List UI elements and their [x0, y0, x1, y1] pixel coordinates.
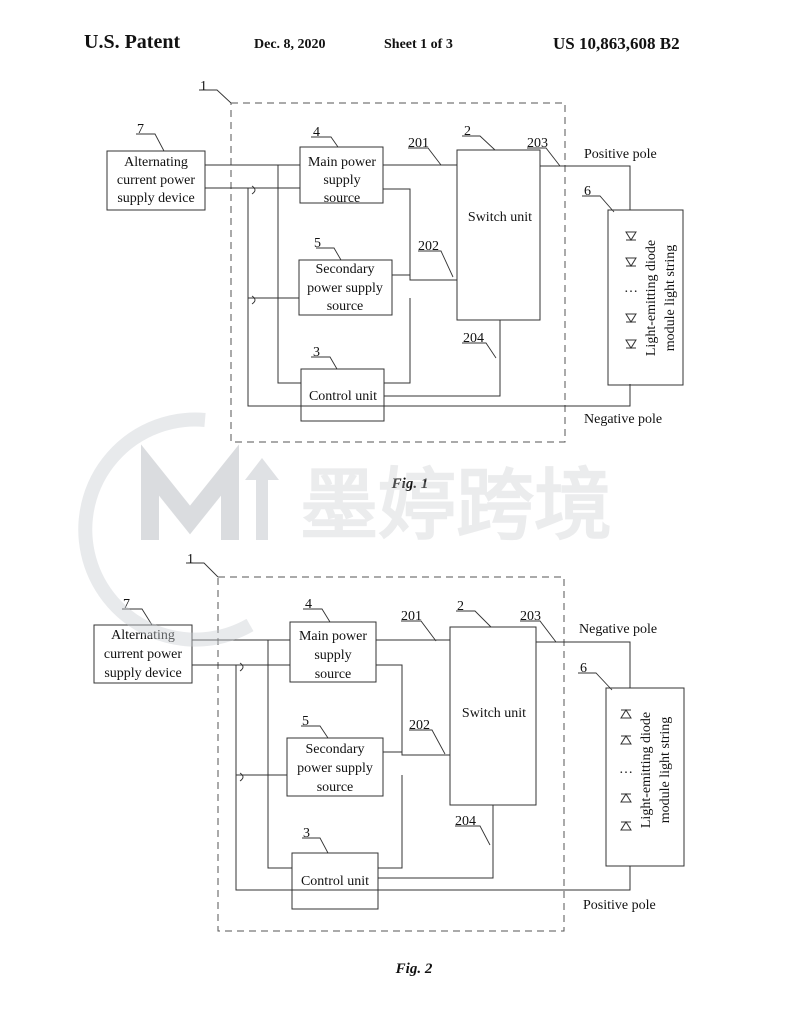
fig2-ref-1: 1: [187, 552, 194, 567]
watermark-logo: [78, 412, 279, 647]
fig2-sec-label-3: source: [317, 780, 354, 795]
fig1-sec-label-1: Secondary: [315, 262, 374, 277]
fig1-secondary-power-box: [298, 259, 393, 316]
fig1-ref-204: 204: [463, 331, 484, 346]
watermark-text: 墨婷跨境: [300, 461, 612, 551]
fig2-main-power-box: [289, 621, 377, 683]
fig1-main-label-2: supply: [323, 173, 360, 188]
header-title: U.S. Patent: [84, 31, 181, 53]
fig1-ref-7: 7: [137, 122, 144, 137]
fig2-switch-label: Switch unit: [462, 706, 526, 721]
fig2-ref-2: 2: [457, 599, 464, 614]
fig1-led-label-2: module light string: [663, 245, 678, 352]
fig2-positive-pole: Positive pole: [583, 898, 656, 913]
fig2-main-label-3: source: [315, 667, 352, 682]
fig1-ref-202: 202: [418, 239, 439, 254]
fig1-caption: Fig. 1: [391, 476, 429, 492]
fig1-negative-pole: Negative pole: [584, 412, 662, 427]
fig2-switch-unit-box: [449, 626, 537, 806]
fig1-main-label-1: Main power: [308, 155, 376, 170]
fig1-control-label: Control unit: [309, 389, 377, 404]
fig2-leaders: [122, 562, 613, 854]
fig2-ref-3: 3: [303, 826, 310, 841]
fig2-led-ellipsis: …: [619, 762, 633, 777]
fig2-caption: Fig. 2: [395, 961, 433, 977]
fig2-secondary-power-box: [286, 737, 384, 797]
fig1-ac-label-1: Alternating: [124, 155, 188, 170]
fig2-main-label-2: supply: [314, 648, 351, 663]
fig2-led-label-1: Light-emitting diode: [639, 712, 654, 828]
fig2-ref-4: 4: [305, 597, 312, 612]
fig2-ref-6: 6: [580, 661, 587, 676]
fig1-positive-pole: Positive pole: [584, 147, 657, 162]
fig1-led-string-box: [607, 209, 684, 386]
fig1-main-power-box: [299, 146, 384, 204]
header-patent-number: US 10,863,608 B2: [553, 34, 680, 53]
fig1-ac-label-3: supply device: [117, 191, 194, 206]
fig1-ref-203: 203: [527, 136, 548, 151]
watermark: 墨婷跨境: [78, 412, 612, 647]
fig1-ac-supply-box: [106, 150, 206, 211]
fig1-ref-5: 5: [314, 236, 321, 251]
fig2-ref-5: 5: [302, 714, 309, 729]
fig1-sec-label-3: source: [327, 299, 364, 314]
fig2-ref-201: 201: [401, 609, 422, 624]
fig2-ac-label-2: current power: [104, 647, 182, 662]
fig2-negative-pole: Negative pole: [579, 622, 657, 637]
fig1-ref-1: 1: [200, 79, 207, 94]
fig2-ref-202: 202: [409, 718, 430, 733]
fig1-sec-label-2: power supply: [307, 281, 383, 296]
fig1-ref-2: 2: [464, 124, 471, 139]
fig2-ac-supply-box: [93, 624, 193, 684]
fig1-ref-3: 3: [313, 345, 320, 360]
fig2-ac-label-1: Alternating: [111, 628, 175, 643]
fig2-control-unit-box: [291, 852, 379, 910]
fig2-wiring: [192, 639, 631, 891]
fig1-ref-201: 201: [408, 136, 429, 151]
fig2-main-label-1: Main power: [299, 629, 367, 644]
fig2-ac-label-3: supply device: [104, 666, 181, 681]
header-sheet: Sheet 1 of 3: [384, 37, 453, 52]
figure-2: … 1 7 4 2 201 203 5 202: [93, 552, 685, 977]
figure-1: … 1 7 4 2 201 203 5: [106, 79, 684, 492]
fig1-led-diodes: …: [624, 231, 638, 349]
fig2-ref-204: 204: [455, 814, 476, 829]
fig2-ref-7: 7: [123, 597, 130, 612]
fig1-ac-label-2: current power: [117, 173, 195, 188]
fig1-main-label-3: source: [324, 191, 361, 206]
fig2-led-diodes: …: [619, 709, 633, 831]
fig1-led-label-1: Light-emitting diode: [644, 240, 659, 356]
fig1-ref-4: 4: [313, 125, 320, 140]
fig1-leaders: [136, 89, 615, 370]
fig2-led-label-2: module light string: [658, 717, 673, 824]
fig1-module-boundary: [230, 102, 566, 443]
fig2-sec-label-1: Secondary: [305, 742, 364, 757]
fig1-switch-label: Switch unit: [468, 210, 532, 225]
fig1-control-unit-box: [300, 368, 385, 422]
fig2-led-string-box: [605, 687, 685, 867]
fig1-ref-6: 6: [584, 184, 591, 199]
fig2-control-label: Control unit: [301, 874, 369, 889]
fig2-module-boundary: [217, 576, 565, 932]
header-date: Dec. 8, 2020: [254, 37, 326, 52]
fig1-switch-unit-box: [456, 149, 541, 321]
fig2-ref-203: 203: [520, 609, 541, 624]
fig1-wiring: [205, 164, 631, 407]
fig2-sec-label-2: power supply: [297, 761, 373, 776]
fig1-led-ellipsis: …: [624, 281, 638, 296]
